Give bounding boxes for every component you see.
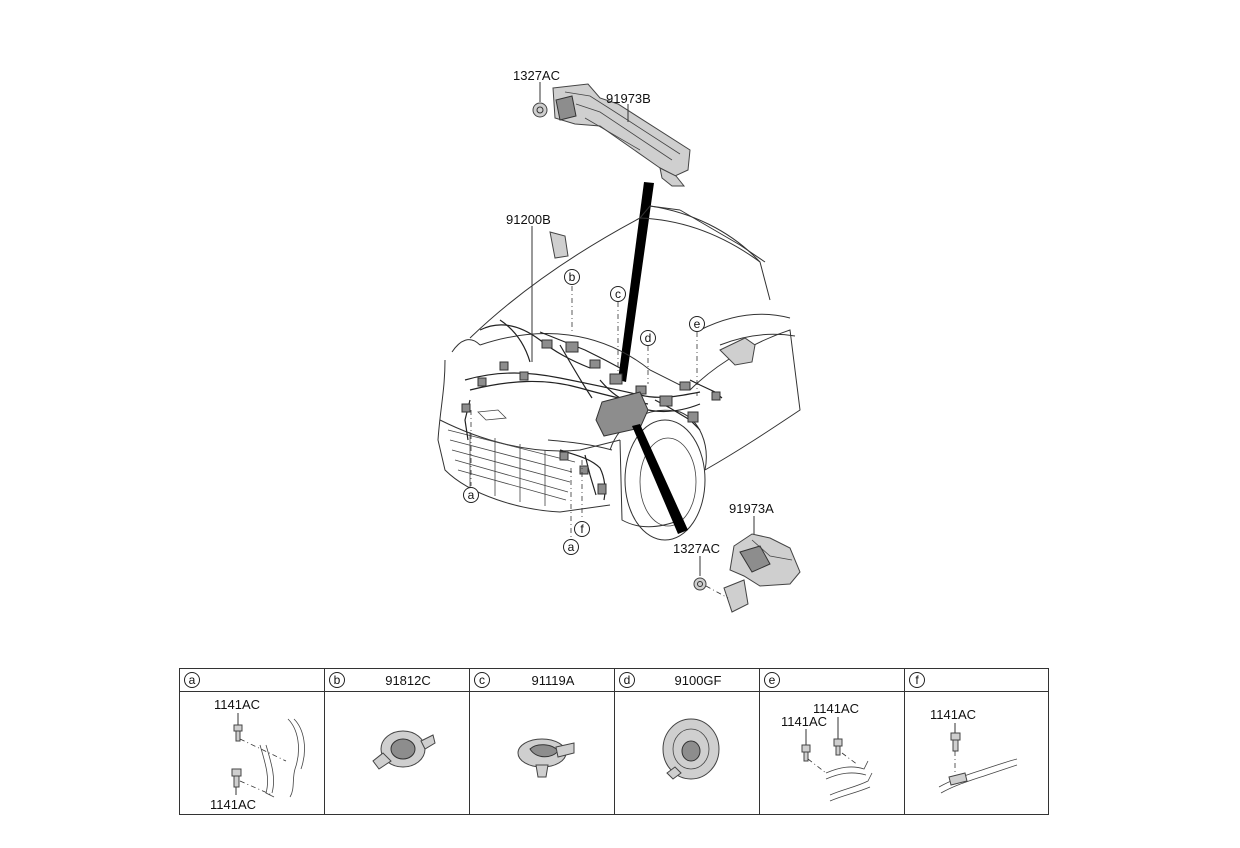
legend-key-f: f bbox=[909, 672, 925, 688]
legend-key-b: b bbox=[329, 672, 345, 688]
legend-cell-b: b 91812C bbox=[324, 668, 470, 815]
legend-header-b: b 91812C bbox=[325, 669, 469, 692]
marker-a-bottom: a bbox=[563, 539, 579, 555]
marker-e: e bbox=[689, 316, 705, 332]
grommet-b-figure bbox=[372, 730, 436, 770]
harness-wiring bbox=[464, 319, 723, 501]
marker-a-left: a bbox=[463, 487, 479, 503]
legend-key-d: d bbox=[619, 672, 635, 688]
legend-header-c: c 91119A bbox=[470, 669, 614, 692]
legend-cell-c: c 91119A bbox=[469, 668, 615, 815]
routing-band-bottom bbox=[632, 424, 688, 534]
vehicle-outline bbox=[437, 205, 801, 541]
legend-cell-a: a 1141AC 1141AC bbox=[179, 668, 325, 815]
legend-header-d: d 9100GF bbox=[615, 669, 759, 692]
routing-band-top bbox=[618, 182, 654, 382]
legend-cell-d: d 9100GF bbox=[614, 668, 760, 815]
marker-f: f bbox=[574, 521, 590, 537]
legend-key-a: a bbox=[184, 672, 200, 688]
marker-c: c bbox=[610, 286, 626, 302]
legend-header-e: e bbox=[760, 669, 904, 692]
protector-91973b-shape bbox=[552, 83, 691, 187]
label-nut-bottom: 1327AC bbox=[673, 541, 720, 556]
marker-d: d bbox=[640, 330, 656, 346]
grommet-d-figure bbox=[662, 718, 720, 780]
marker-b: b bbox=[564, 269, 580, 285]
legend-e-label-1: 1141AC bbox=[813, 701, 860, 716]
legend-cell-f: f 1141AC bbox=[904, 668, 1049, 815]
label-protector-top: 91973B bbox=[606, 91, 651, 106]
label-nut-top: 1327AC bbox=[513, 68, 560, 83]
grommet-c-figure bbox=[517, 738, 575, 778]
nut-top-shape bbox=[532, 102, 548, 118]
nut-bottom-shape bbox=[693, 577, 707, 591]
legend-e-figure bbox=[801, 717, 873, 802]
legend-key-e: e bbox=[764, 672, 780, 688]
legend-a-label-1: 1141AC bbox=[214, 697, 261, 712]
legend-key-c: c bbox=[474, 672, 490, 688]
legend-a-label-2: 1141AC bbox=[210, 797, 257, 812]
legend-header-f: f bbox=[905, 669, 1048, 692]
legend-cell-e: e 1141AC 1141AC bbox=[759, 668, 905, 815]
protector-91973a-shape bbox=[723, 533, 801, 613]
label-protector-bottom: 91973A bbox=[729, 501, 774, 516]
legend-e-label-2: 1141AC bbox=[781, 714, 828, 729]
legend-a-figure bbox=[231, 713, 305, 798]
label-harness: 91200B bbox=[506, 212, 551, 227]
legend-part-d: 9100GF bbox=[674, 673, 722, 688]
legend-header-a: a bbox=[180, 669, 324, 692]
legend-part-c: 91119A bbox=[531, 673, 575, 688]
legend-table: a 1141AC 1141AC b 91812C bbox=[179, 668, 1049, 815]
harness-connectors bbox=[461, 339, 721, 495]
legend-f-label-1: 1141AC bbox=[930, 707, 977, 722]
legend-f-figure bbox=[938, 723, 1018, 794]
legend-part-b: 91812C bbox=[385, 673, 431, 688]
